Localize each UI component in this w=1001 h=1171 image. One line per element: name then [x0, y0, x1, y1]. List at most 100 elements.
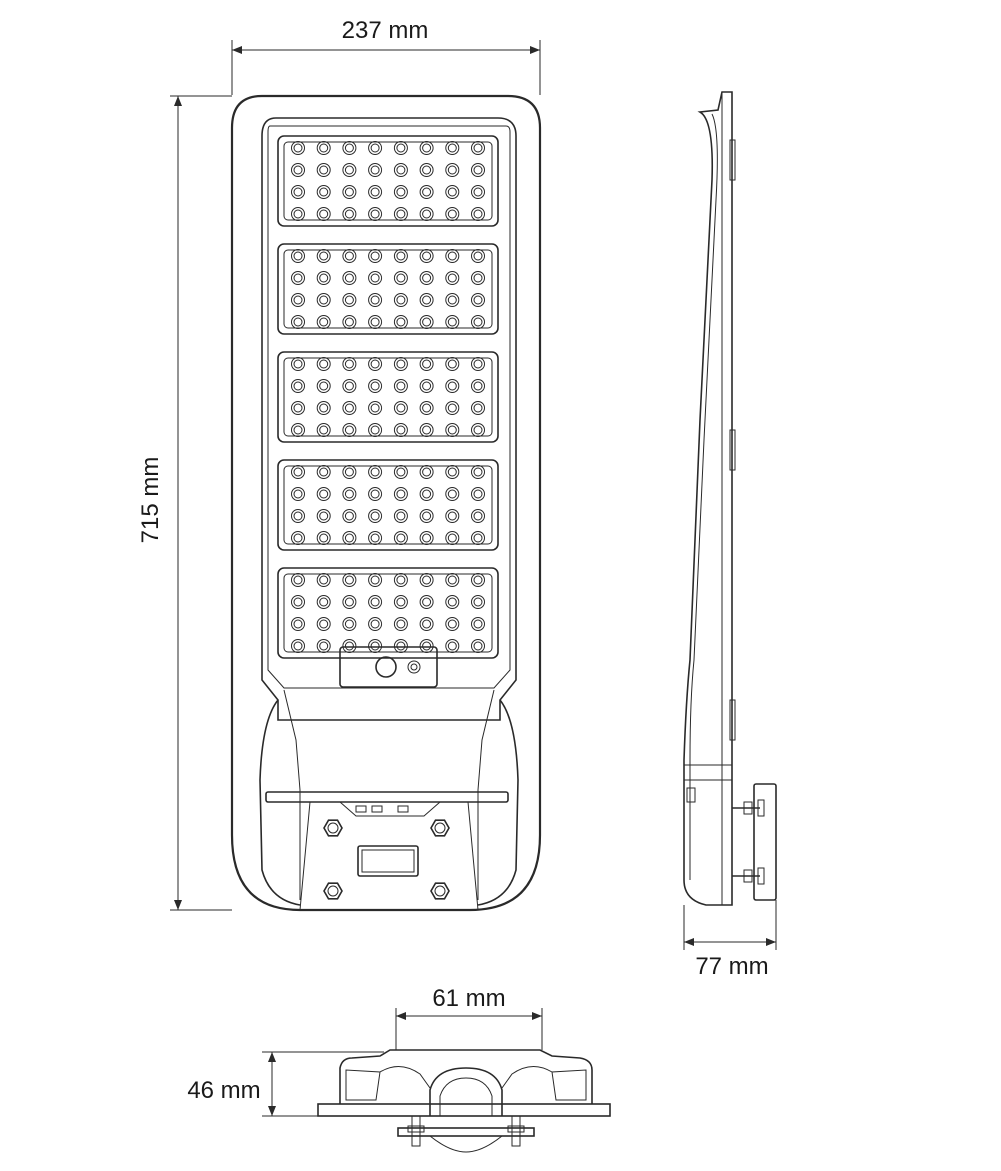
- led-chip: [342, 271, 357, 285]
- bottom-base-plate: [317, 1103, 611, 1117]
- led-chip: [445, 487, 460, 501]
- led-chip: [291, 293, 305, 307]
- led-chip: [471, 271, 485, 285]
- led-chip: [393, 401, 408, 415]
- led-modules: [277, 135, 499, 659]
- led-chip: [368, 465, 383, 479]
- led-chip: [419, 271, 434, 285]
- led-chip: [393, 185, 408, 199]
- led-chip: [291, 357, 305, 371]
- led-chip: [316, 639, 331, 653]
- led-chip: [419, 573, 434, 587]
- led-chip: [368, 487, 383, 501]
- led-module: [277, 243, 499, 335]
- led-chip: [419, 509, 434, 523]
- led-chip: [471, 401, 485, 415]
- led-chip: [419, 163, 434, 177]
- led-chip: [342, 639, 357, 653]
- width-dimension: 237 mm: [231, 17, 541, 95]
- led-chip: [471, 573, 485, 587]
- led-chip: [316, 293, 331, 307]
- led-chip: [342, 465, 357, 479]
- led-chip: [368, 207, 383, 221]
- led-chip: [291, 531, 305, 545]
- led-chip: [342, 207, 357, 221]
- led-chip: [342, 249, 357, 263]
- led-chip: [471, 249, 485, 263]
- led-chip: [393, 357, 408, 371]
- hex-bolt: [323, 819, 343, 837]
- depth-dimension: 77 mm: [683, 900, 777, 980]
- led-chip: [471, 357, 485, 371]
- led-chip: [291, 487, 305, 501]
- side-profile: [683, 91, 733, 906]
- led-chip: [471, 509, 485, 523]
- led-chip: [316, 573, 331, 587]
- led-chip: [393, 163, 408, 177]
- led-chip: [291, 401, 305, 415]
- led-chip: [342, 185, 357, 199]
- led-chip: [419, 249, 434, 263]
- led-chip: [342, 531, 357, 545]
- led-chip: [368, 617, 383, 631]
- led-chip: [291, 639, 305, 653]
- width-label: 237 mm: [342, 17, 429, 44]
- led-chip: [291, 423, 305, 437]
- led-chip: [419, 401, 434, 415]
- led-chip: [445, 423, 460, 437]
- led-chip: [445, 401, 460, 415]
- led-chip: [368, 185, 383, 199]
- led-chip: [368, 639, 383, 653]
- led-chip: [291, 465, 305, 479]
- led-chip: [316, 401, 331, 415]
- hex-bolt: [430, 882, 450, 900]
- led-chip: [316, 465, 331, 479]
- led-chip: [471, 487, 485, 501]
- led-chip: [291, 315, 305, 329]
- led-chip: [471, 293, 485, 307]
- led-chip: [393, 617, 408, 631]
- label-plate: [357, 845, 419, 877]
- led-chip: [419, 531, 434, 545]
- led-chip: [471, 207, 485, 221]
- sensor-housing: [339, 646, 438, 688]
- led-chip: [419, 639, 434, 653]
- led-chip: [445, 573, 460, 587]
- led-chip: [342, 509, 357, 523]
- led-chip: [316, 185, 331, 199]
- bottom-housing: [339, 1049, 593, 1104]
- led-chip: [342, 293, 357, 307]
- led-chip: [393, 465, 408, 479]
- led-chip: [419, 185, 434, 199]
- front-inner-frame: [261, 117, 517, 721]
- led-chip: [471, 185, 485, 199]
- mounting-bolts: [323, 819, 450, 900]
- led-chip: [393, 531, 408, 545]
- led-chip: [291, 249, 305, 263]
- led-chip: [445, 379, 460, 393]
- led-module: [277, 567, 499, 659]
- led-chip: [316, 207, 331, 221]
- led-chip: [316, 509, 331, 523]
- led-chip: [342, 423, 357, 437]
- led-chip: [291, 163, 305, 177]
- hex-bolt: [323, 882, 343, 900]
- led-chip: [368, 595, 383, 609]
- led-chip: [419, 617, 434, 631]
- led-chip: [419, 423, 434, 437]
- led-chip: [368, 401, 383, 415]
- led-chip: [291, 509, 305, 523]
- bracket-height-label: 46 mm: [187, 1077, 260, 1104]
- led-chip: [316, 423, 331, 437]
- led-chip: [393, 207, 408, 221]
- led-chip: [445, 315, 460, 329]
- led-chip: [368, 357, 383, 371]
- led-chip: [445, 249, 460, 263]
- led-chip: [316, 617, 331, 631]
- led-chip: [342, 617, 357, 631]
- led-chip: [342, 163, 357, 177]
- side-view: [683, 91, 777, 906]
- led-chip: [471, 465, 485, 479]
- led-chip: [291, 207, 305, 221]
